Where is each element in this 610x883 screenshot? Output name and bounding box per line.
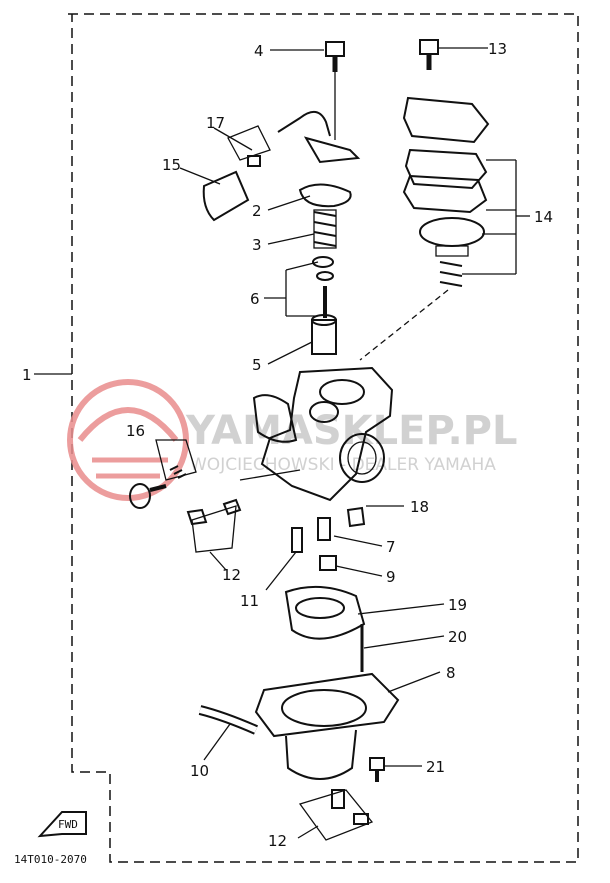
part-17-screw <box>129 439 197 509</box>
choke-cable-assembly <box>277 72 361 164</box>
part-21-screw <box>369 757 385 782</box>
callout-6: 6 <box>250 290 260 308</box>
part-15-cap <box>202 170 250 222</box>
part-6-needle <box>312 256 334 318</box>
part-12-jet-lower <box>298 789 374 841</box>
diagram-code: 14T010-2070 <box>14 853 87 866</box>
callout-9: 9 <box>386 568 396 586</box>
carburetor-body <box>252 366 394 502</box>
part-16-cap <box>227 125 271 167</box>
part-3-spring <box>313 209 337 249</box>
watermark: YAMASKLEP.PL WOJCIECHOWSKI - DEALER YAMA… <box>67 379 517 501</box>
callout-2: 2 <box>252 202 262 220</box>
callout-16: 17 <box>206 114 225 132</box>
part-14-intake-stack <box>359 96 490 361</box>
callout-17: 16 <box>126 422 145 440</box>
part-19-float <box>284 585 366 640</box>
watermark-brand: YAMASKLEP.PL <box>185 408 517 454</box>
part-11-needle-jet <box>291 527 303 553</box>
callout-19: 19 <box>448 596 467 614</box>
part-13-screw <box>419 39 439 70</box>
callout-18: 18 <box>410 498 429 516</box>
watermark-tagline: WOJCIECHOWSKI - DEALER YAMAHA <box>190 455 496 475</box>
part-4-screw <box>325 41 345 72</box>
callout-14: 14 <box>534 208 553 226</box>
part-10-drain-hose <box>198 705 259 735</box>
callout-15: 15 <box>162 156 181 174</box>
callout-12-upper: 12 <box>222 566 241 584</box>
callout-11: 11 <box>240 592 259 610</box>
callout-13: 13 <box>488 40 507 58</box>
callout-7: 7 <box>386 538 396 556</box>
callouts: 4 13 17 15 2 3 6 14 5 1 16 18 7 12 9 11 … <box>22 40 553 850</box>
part-7-jet <box>317 517 331 541</box>
part-12-jet-upper <box>186 498 242 553</box>
part-8-float-chamber <box>254 672 400 780</box>
callout-1: 1 <box>22 366 32 384</box>
callout-5: 5 <box>252 356 262 374</box>
callout-3: 3 <box>252 236 262 254</box>
callout-12-lower: 12 <box>268 832 287 850</box>
fwd-label: FWD <box>58 818 78 831</box>
part-9-float-valve <box>319 555 337 571</box>
callout-10: 10 <box>190 762 209 780</box>
part-2-plate <box>298 183 352 208</box>
fwd-arrow: FWD <box>37 811 87 838</box>
part-18-plug <box>346 506 366 528</box>
callout-4: 4 <box>254 42 264 60</box>
leader-lines <box>34 47 530 839</box>
callout-8: 8 <box>446 664 456 682</box>
callout-20: 20 <box>448 628 467 646</box>
part-5-throttle-valve <box>311 314 337 355</box>
assembly-border <box>68 13 579 863</box>
callout-21: 21 <box>426 758 445 776</box>
